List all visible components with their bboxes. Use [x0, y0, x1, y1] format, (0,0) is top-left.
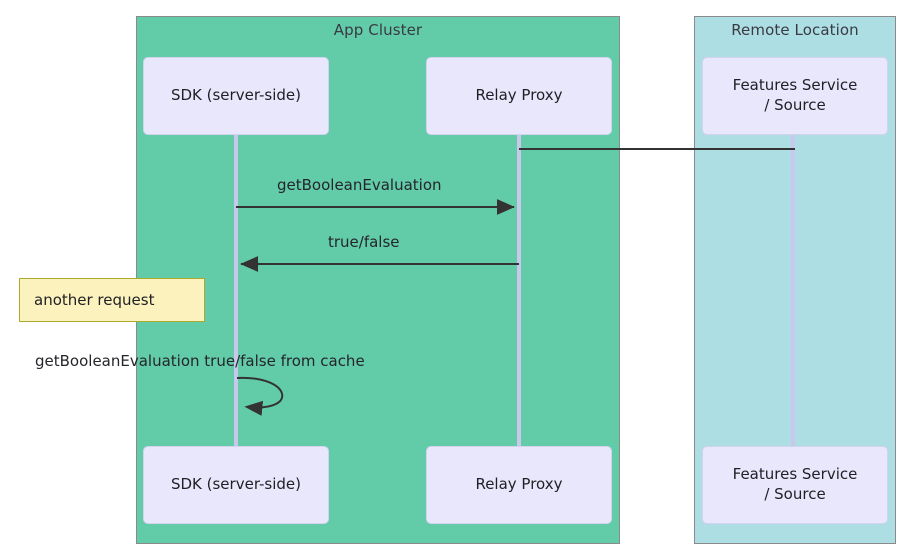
arrow-sdk-self-loop — [236, 376, 284, 416]
participant-relay-bottom[interactable]: Relay Proxy — [426, 446, 612, 524]
note-another-request: another request — [19, 278, 205, 322]
lifeline-sdk — [234, 134, 238, 447]
group-remote-location-title: Remote Location — [731, 21, 859, 39]
message-label-true-false: true/false — [328, 233, 400, 251]
participant-features-top[interactable]: Features Service / Source — [702, 57, 888, 135]
participant-relay-bottom-label: Relay Proxy — [475, 475, 563, 494]
group-app-cluster-title: App Cluster — [333, 21, 423, 39]
participant-features-bottom-label-line1: Features Service — [732, 465, 858, 484]
participant-features-bottom[interactable]: Features Service / Source — [702, 446, 888, 524]
participant-sdk-bottom-label: SDK (server-side) — [170, 475, 302, 494]
participant-sdk-top[interactable]: SDK (server-side) — [143, 57, 329, 135]
participant-features-top-label-line2: / Source — [764, 96, 826, 114]
message-label-get-boolean-evaluation: getBooleanEvaluation — [277, 176, 442, 194]
lifeline-relay — [517, 134, 521, 447]
participant-relay-top-label: Relay Proxy — [475, 86, 563, 105]
participant-sdk-bottom[interactable]: SDK (server-side) — [143, 446, 329, 524]
participant-relay-top[interactable]: Relay Proxy — [426, 57, 612, 135]
message-label-from-cache: getBooleanEvaluation true/false from cac… — [35, 352, 365, 370]
participant-features-top-label-line1: Features Service — [732, 76, 858, 95]
note-another-request-text: another request — [34, 291, 155, 309]
participant-features-bottom-label-line2: / Source — [764, 485, 826, 503]
lifeline-features — [791, 134, 795, 447]
participant-sdk-top-label: SDK (server-side) — [170, 86, 302, 105]
